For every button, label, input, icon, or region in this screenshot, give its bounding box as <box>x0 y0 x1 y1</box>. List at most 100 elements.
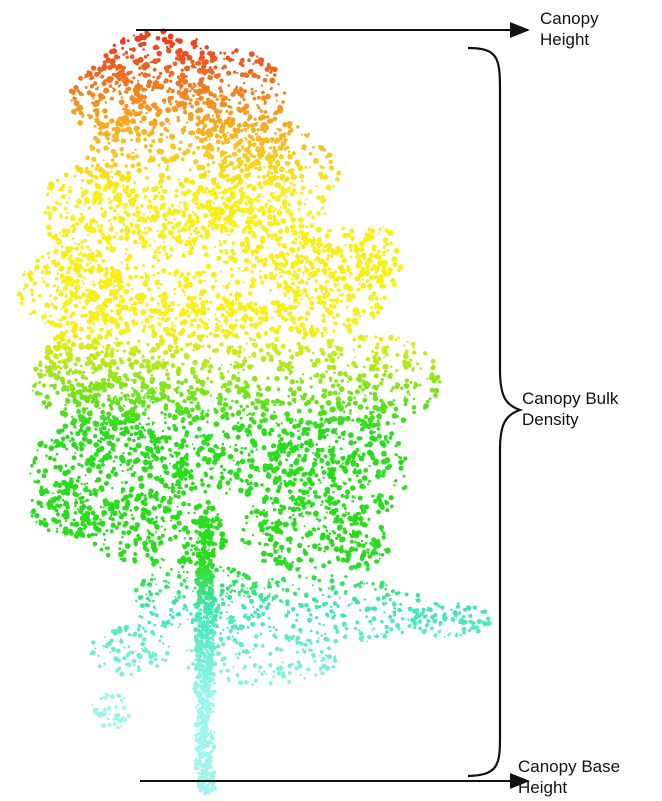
cloud-point <box>59 273 65 279</box>
cloud-point <box>44 315 47 318</box>
cloud-point <box>184 80 189 84</box>
cloud-point <box>109 385 114 389</box>
cloud-point <box>91 385 98 391</box>
cloud-point <box>281 255 285 259</box>
cloud-point <box>29 312 33 316</box>
cloud-point <box>229 134 233 138</box>
cloud-point <box>309 385 313 389</box>
cloud-point <box>412 410 416 415</box>
cloud-point <box>56 428 62 435</box>
cloud-point <box>363 414 369 420</box>
cloud-point <box>130 352 134 356</box>
cloud-point <box>373 373 379 379</box>
cloud-point <box>80 200 82 203</box>
cloud-point <box>101 316 108 323</box>
cloud-point <box>96 148 101 153</box>
cloud-point <box>46 251 50 255</box>
cloud-point <box>141 41 147 47</box>
cloud-point <box>91 280 95 283</box>
cloud-point <box>301 426 308 433</box>
cloud-point <box>270 233 273 237</box>
cloud-point <box>317 299 324 305</box>
cloud-point <box>60 308 63 311</box>
cloud-point <box>257 155 260 158</box>
cloud-point <box>99 121 106 128</box>
cloud-point <box>343 470 346 473</box>
cloud-point <box>132 322 136 326</box>
cloud-point <box>185 179 190 184</box>
cloud-point <box>144 217 148 222</box>
cloud-point <box>135 391 141 397</box>
cloud-point <box>242 97 246 101</box>
cloud-point <box>69 289 72 292</box>
cloud-point <box>263 110 268 114</box>
cloud-point <box>78 75 83 81</box>
cloud-point <box>275 422 278 425</box>
cloud-point <box>164 421 167 425</box>
cloud-point <box>337 435 342 439</box>
cloud-point <box>278 128 282 132</box>
cloud-point <box>403 365 407 369</box>
cloud-point <box>116 71 122 77</box>
cloud-point <box>205 263 212 270</box>
cloud-point <box>62 412 67 417</box>
cloud-point <box>299 379 305 384</box>
cloud-point <box>319 347 325 353</box>
cloud-point <box>345 489 351 495</box>
cloud-point <box>136 376 139 379</box>
cloud-point <box>342 232 348 239</box>
cloud-point <box>228 405 233 410</box>
cloud-point <box>288 497 292 500</box>
cloud-point <box>337 248 343 254</box>
cloud-point <box>131 306 138 313</box>
cloud-point <box>141 354 145 359</box>
cloud-point <box>125 185 130 189</box>
cloud-point <box>242 214 245 217</box>
cloud-point <box>263 330 269 336</box>
cloud-point <box>128 111 133 117</box>
cloud-point <box>315 443 318 446</box>
cloud-point <box>68 440 72 443</box>
cloud-point <box>118 235 124 241</box>
cloud-point <box>282 204 287 209</box>
cloud-point <box>291 240 296 245</box>
cloud-point <box>260 137 265 143</box>
cloud-point <box>173 388 176 391</box>
cloud-point <box>244 490 251 497</box>
cloud-point <box>353 440 357 445</box>
cloud-point <box>81 370 86 375</box>
cloud-point <box>88 326 92 330</box>
cloud-point <box>339 253 344 258</box>
cloud-point <box>186 271 191 277</box>
cloud-point <box>71 109 76 114</box>
cloud-point <box>145 186 150 191</box>
cloud-point <box>245 203 249 207</box>
cloud-point <box>101 235 107 241</box>
cloud-point <box>63 172 69 178</box>
cloud-point <box>200 478 204 483</box>
cloud-point <box>162 482 169 489</box>
cloud-point <box>264 205 267 208</box>
cloud-point <box>299 254 304 259</box>
cloud-point <box>89 461 96 468</box>
cloud-point <box>189 342 193 346</box>
cloud-point <box>206 229 210 234</box>
cloud-point <box>268 146 272 150</box>
cloud-point <box>147 417 150 420</box>
cloud-point <box>182 150 188 156</box>
cloud-point <box>329 165 335 171</box>
cloud-point <box>46 186 50 190</box>
cloud-point <box>238 487 244 494</box>
cloud-point <box>433 388 440 394</box>
cloud-point <box>76 106 81 110</box>
cloud-point <box>263 257 269 263</box>
cloud-point <box>402 474 406 478</box>
cloud-point <box>71 313 74 316</box>
cloud-point <box>322 476 325 479</box>
cloud-point <box>107 418 113 424</box>
cloud-point <box>137 475 144 482</box>
cloud-point <box>225 416 230 421</box>
cloud-point <box>184 65 190 72</box>
cloud-point <box>166 89 170 94</box>
cloud-point <box>297 217 304 223</box>
